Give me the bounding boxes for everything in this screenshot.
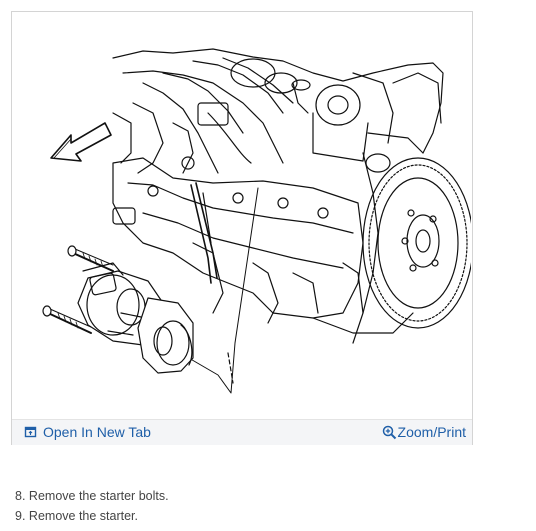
- zoom-print-link[interactable]: Zoom/Print: [382, 424, 466, 440]
- open-new-tab-icon: [24, 425, 38, 439]
- starter-bolt-drawing-2: [42, 305, 92, 334]
- figure-toolbar: Open In New Tab Zoom/Print: [12, 419, 472, 445]
- step-text: Remove the starter.: [28, 509, 138, 523]
- step-text: Remove the starter bolts.: [28, 489, 169, 503]
- open-in-new-tab-label: Open In New Tab: [43, 424, 151, 440]
- engine-diagram-image[interactable]: [13, 13, 471, 418]
- direction-arrow-icon: [50, 122, 112, 162]
- engine-line-drawing: [42, 48, 471, 394]
- step-item: 9. Remove the starter.: [15, 506, 515, 526]
- starter-bolt-drawing-1: [67, 245, 114, 272]
- zoom-print-label: Zoom/Print: [397, 424, 466, 440]
- instruction-steps: 8. Remove the starter bolts. 9. Remove t…: [15, 486, 515, 526]
- flywheel-drawing: [362, 157, 471, 329]
- step-number: 9.: [15, 509, 26, 523]
- open-in-new-tab-link[interactable]: Open In New Tab: [24, 424, 151, 440]
- step-item: 8. Remove the starter bolts.: [15, 486, 515, 506]
- starter-motor-drawing: [77, 262, 194, 374]
- figure-frame: Open In New Tab Zoom/Print: [11, 11, 473, 445]
- step-number: 8.: [15, 489, 26, 503]
- magnifier-zoom-icon: [382, 425, 396, 440]
